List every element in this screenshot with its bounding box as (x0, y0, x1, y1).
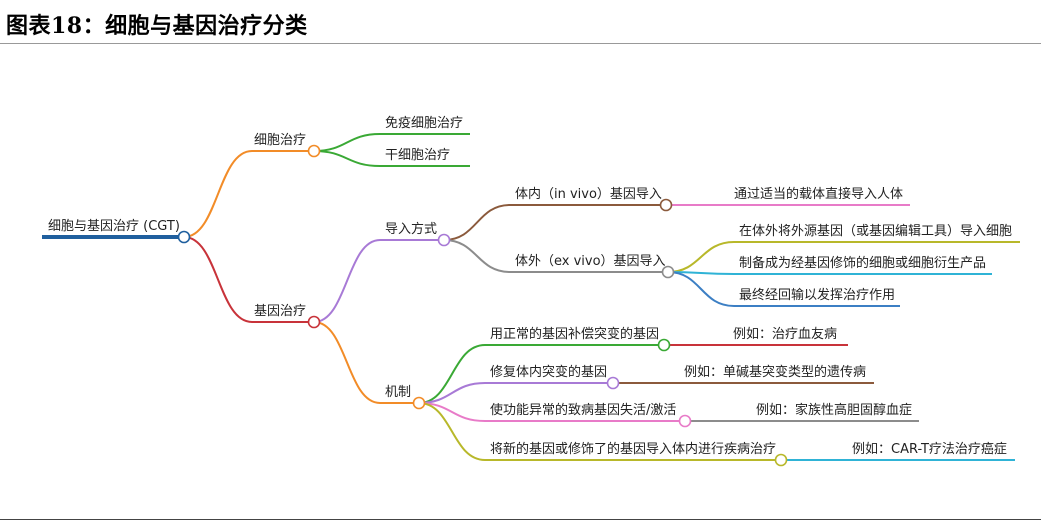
mind-map-canvas: 细胞与基因治疗 (CGT) 细胞治疗 免疫细胞治疗干细胞治疗基因治疗 导入方式 体内（i… (0, 44, 1041, 519)
edge-delivery-invivo (443, 204, 511, 241)
delivery-label: 导入方式 (385, 221, 437, 237)
edge-exvivo-2 (667, 271, 735, 307)
gene-therapy-collapse-toggle[interactable] (307, 315, 321, 329)
ex-vivo-child-3-label: 最终经回输以发挥治疗作用 (739, 287, 895, 303)
mechanism-item-2-label: 修复体内突变的基因 (490, 364, 607, 380)
edge-gene-delivery (313, 239, 381, 323)
bottom-divider (0, 519, 1041, 520)
ex-vivo-collapse-toggle[interactable] (661, 265, 675, 279)
edge-mechanism-2 (418, 382, 486, 404)
ex-vivo-child-1-label: 在体外将外源基因（或基因编辑工具）导入细胞 (739, 224, 1012, 239)
mechanism-item-4-label: 将新的基因或修饰了的基因导入体内进行疾病治疗 (490, 441, 776, 457)
edge-mechanism-3 (418, 402, 486, 422)
edge-cell-1 (313, 150, 381, 167)
in-vivo-child-label: 通过适当的载体直接导入人体 (734, 186, 903, 202)
delivery-collapse-toggle[interactable] (437, 233, 451, 247)
root-label: 细胞与基因治疗 (CGT) (48, 219, 180, 234)
edge-cell-0 (313, 133, 381, 152)
mechanism-item-2-collapse-toggle[interactable] (606, 376, 620, 390)
in-vivo-label: 体内（in vivo）基因导入 (515, 186, 662, 202)
mechanism-item-3-label: 使功能异常的致病基因失活/激活 (490, 402, 676, 418)
mechanism-example-2-label: 例如：单碱基突变类型的遗传病 (684, 364, 866, 380)
cell-child-stem-label: 干细胞治疗 (385, 148, 450, 163)
edge-root-cell (183, 150, 253, 238)
edge-mechanism-4 (418, 402, 486, 461)
mechanism-example-4-label: 例如：CAR-T疗法治疗癌症 (852, 441, 1007, 457)
edge-root-gene (183, 236, 253, 323)
mechanism-item-1-collapse-toggle[interactable] (657, 338, 671, 352)
ex-vivo-child-2-label: 制备成为经基因修饰的细胞或细胞衍生产品 (739, 255, 986, 271)
title-divider (0, 43, 1041, 44)
mechanism-example-3-label: 例如：家族性高胆固醇血症 (756, 402, 912, 418)
cell-child-immune-label: 免疫细胞治疗 (385, 115, 463, 131)
ex-vivo-label: 体外（ex vivo）基因导入 (515, 254, 666, 269)
mechanism-collapse-toggle[interactable] (412, 396, 426, 410)
mechanism-example-1-label: 例如：治疗血友病 (733, 326, 837, 342)
cell-therapy-collapse-toggle[interactable] (307, 144, 321, 158)
edge-exvivo-0 (667, 241, 735, 273)
page-title: 图表18：细胞与基因治疗分类 (6, 13, 308, 39)
gene-therapy-label: 基因治疗 (254, 304, 306, 319)
mechanism-item-1-label: 用正常的基因补偿突变的基因 (490, 326, 659, 342)
in-vivo-collapse-toggle[interactable] (659, 198, 673, 212)
mechanism-label: 机制 (385, 385, 411, 400)
cell-therapy-label: 细胞治疗 (254, 133, 306, 148)
mechanism-item-4-collapse-toggle[interactable] (774, 453, 788, 467)
edge-delivery-exvivo (443, 239, 511, 273)
edge-gene-mechanism (313, 321, 381, 404)
root-collapse-toggle[interactable] (177, 230, 191, 244)
edge-mechanism-1 (418, 344, 486, 404)
mechanism-item-3-collapse-toggle[interactable] (678, 414, 692, 428)
